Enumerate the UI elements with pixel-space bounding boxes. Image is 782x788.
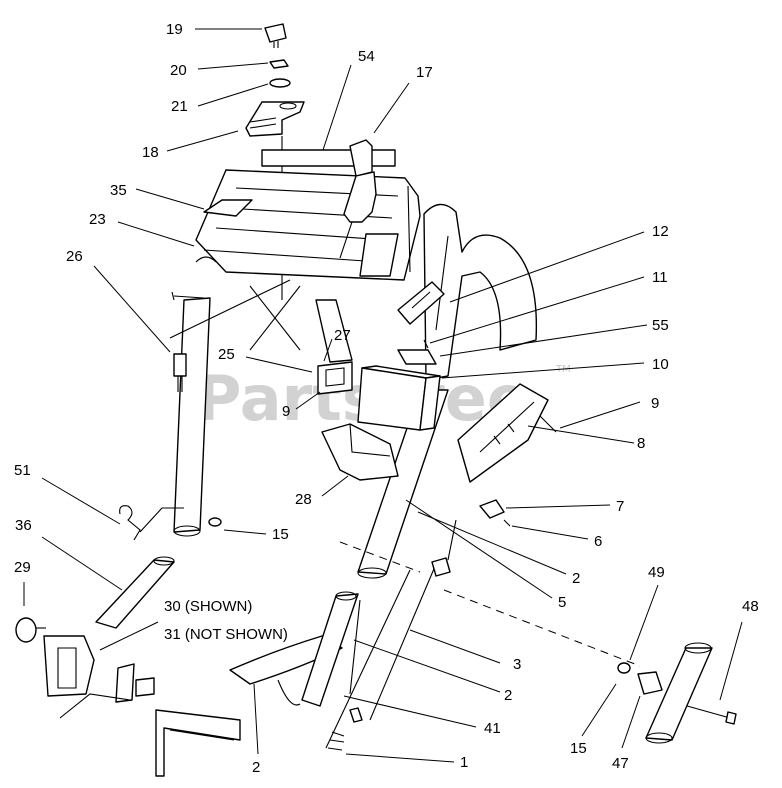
part-47-block (637, 671, 663, 695)
part-1-spring (327, 731, 345, 751)
cable-a (325, 569, 411, 749)
callout-29: 29 (14, 559, 31, 576)
right-handle-tube (645, 642, 713, 744)
assembly-axis (443, 589, 641, 667)
callout-2-middle: 2 (504, 687, 512, 704)
callout-26: 26 (66, 248, 83, 265)
callout-36: 36 (15, 517, 32, 534)
leader-lines (23, 28, 743, 763)
callout-12: 12 (652, 223, 669, 240)
part-21-washer (269, 78, 291, 88)
part-10-box (357, 365, 441, 431)
callout-17: 17 (416, 64, 433, 81)
adjuster (431, 557, 451, 577)
callout-31-not-shown: 31 (NOT SHOWN) (164, 626, 288, 643)
callout-23: 23 (89, 211, 106, 228)
cable-c (447, 519, 457, 561)
callout-48: 48 (742, 598, 759, 615)
part-23-control-panel (195, 169, 421, 281)
callout-19: 19 (166, 21, 183, 38)
part-9-screw-right (539, 415, 557, 433)
part-51-hook (119, 505, 141, 541)
part-35-decal (203, 199, 253, 217)
part-11-screw (423, 339, 429, 349)
part-49-washer (617, 662, 631, 674)
callout-41: 41 (484, 720, 501, 737)
callout-35: 35 (110, 182, 127, 199)
callout-15-lower: 15 (570, 740, 587, 757)
cable-b (369, 563, 437, 721)
part-30-assembly (43, 635, 155, 719)
part-36-grip (95, 556, 175, 629)
callout-28: 28 (295, 491, 312, 508)
part-8-linkage-bracket (457, 383, 549, 483)
chute-deflector (155, 709, 241, 777)
callout-8: 8 (637, 435, 645, 452)
part-17-shift-lever (339, 139, 377, 259)
hook-lead (139, 507, 184, 533)
part-15-washer (208, 517, 222, 527)
part-25-bracket (317, 361, 353, 395)
part-28-bracket (321, 423, 399, 481)
part-55-pad (397, 349, 437, 365)
part-20-nut (269, 59, 289, 69)
callout-5: 5 (558, 594, 566, 611)
callout-2-right: 2 (572, 570, 580, 587)
callout-20: 20 (170, 62, 187, 79)
part-12-plate (397, 281, 445, 325)
part-26-bolt (173, 353, 187, 392)
callout-47: 47 (612, 755, 629, 772)
part-7-clip (479, 499, 505, 519)
callout-9-right: 9 (651, 395, 659, 412)
callout-11: 11 (652, 269, 668, 286)
callout-51: 51 (14, 462, 31, 479)
carriage-bolt (171, 291, 205, 301)
cable-d (349, 599, 361, 695)
part-48-bolt (679, 703, 737, 725)
panel-guide-line (169, 279, 291, 339)
callout-15-upper: 15 (272, 526, 289, 543)
callout-6: 6 (594, 533, 602, 550)
callout-49: 49 (648, 564, 665, 581)
part-6-pin (503, 519, 511, 527)
callout-30-shown: 30 (SHOWN) (164, 598, 252, 615)
callout-3: 3 (513, 656, 521, 673)
callout-21: 21 (171, 98, 188, 115)
part-41-ferrule (349, 707, 363, 723)
part-54-panel-cover (261, 149, 396, 167)
part-18-knob-housing (245, 101, 305, 137)
callout-labels: 19 20 54 17 21 18 35 23 26 12 11 55 10 2… (14, 21, 759, 776)
callout-25: 25 (218, 346, 235, 363)
callout-2-lower: 2 (252, 759, 260, 776)
callout-7: 7 (616, 498, 624, 515)
cross-brace (315, 299, 353, 363)
callout-18: 18 (142, 144, 159, 161)
callout-10: 10 (652, 356, 669, 373)
part-2-handle-lower (229, 591, 359, 707)
callout-54: 54 (358, 48, 375, 65)
callout-9-left: 9 (282, 403, 290, 420)
callout-1: 1 (460, 754, 468, 771)
part-19-cap (264, 23, 287, 48)
part-29-knob (15, 617, 46, 643)
callout-27: 27 (334, 327, 351, 344)
assembly-axis-left (339, 541, 421, 573)
brace-lines (249, 285, 301, 351)
callout-55: 55 (652, 317, 669, 334)
